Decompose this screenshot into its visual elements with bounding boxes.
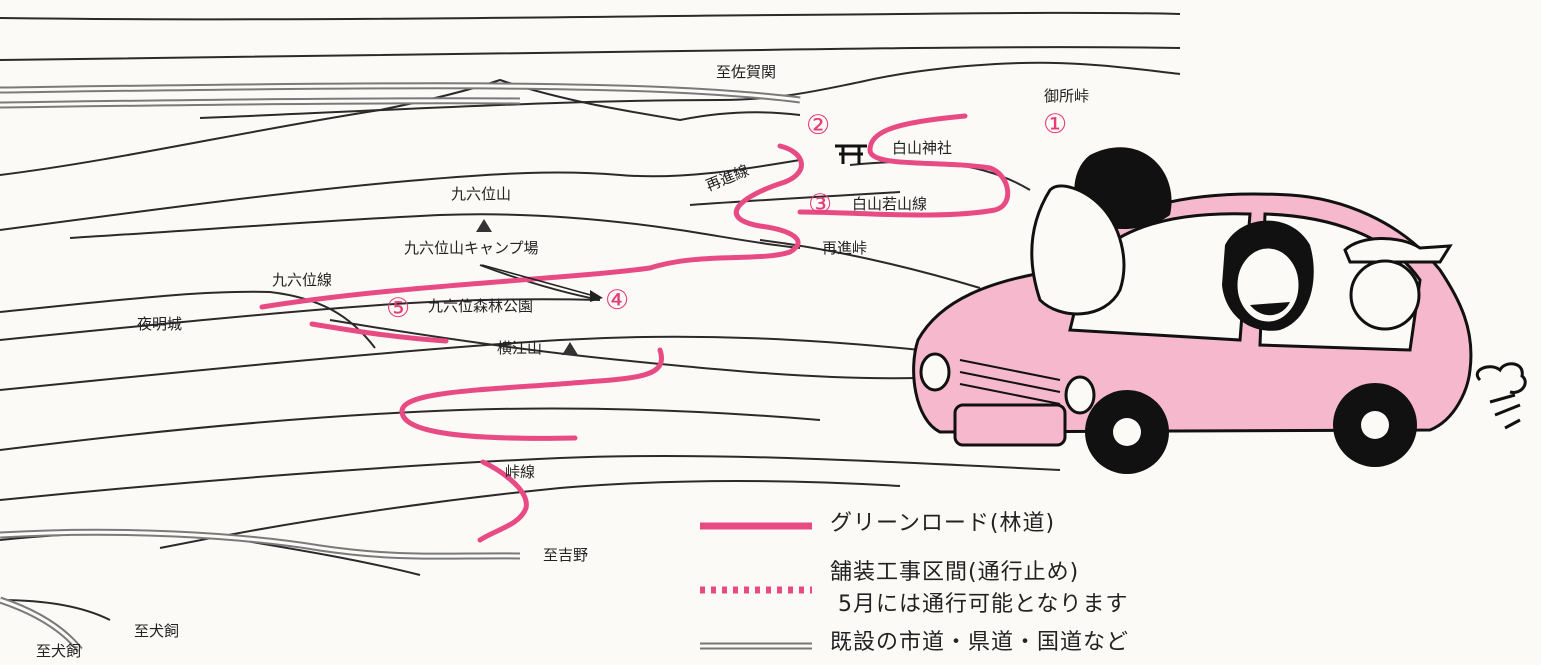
peak-yokoesan-icon: [562, 342, 578, 355]
legend-paving-line2: 5月には通行可能となります: [838, 592, 1129, 617]
label-yoakejou: 夜明城: [137, 315, 183, 333]
car-illustration: [912, 147, 1527, 474]
existing-roads: [0, 82, 801, 653]
marker-3: ③: [808, 189, 833, 220]
label-sagaseki: 至佐賀関: [716, 63, 777, 81]
marker-4: ④: [605, 285, 630, 316]
green-roads: [259, 113, 1011, 543]
label-touge-sen: 峠線: [505, 463, 536, 481]
legend-green-road: グリーンロード(林道): [830, 511, 1056, 536]
label-goshotouge: 御所峠: [1044, 87, 1090, 105]
label-inukai-2: 至犬飼: [36, 642, 82, 660]
marker-5: ⑤: [386, 293, 411, 324]
shrine-icon: [835, 144, 867, 164]
label-hakusan-wakayama-sen: 白山若山線: [852, 195, 928, 213]
label-kuroku-shinrin: 九六位森林公園: [428, 297, 534, 315]
label-kuroku-camp: 九六位山キャンプ場: [404, 239, 539, 257]
label-saishintouge: 再進峠: [822, 239, 868, 257]
legend-existing: 既設の市道・県道・国道など: [830, 630, 1130, 655]
label-inukai-1: 至犬飼: [134, 622, 180, 640]
legend-swatches: [700, 522, 812, 650]
marker-1: ①: [1043, 109, 1068, 140]
label-kuroku-isan: 九六位山: [451, 185, 512, 203]
legend-paving-line1: 舗装工事区間(通行止め): [830, 560, 1080, 585]
marker-2: ②: [806, 110, 831, 141]
label-yokoesan: 横江山: [497, 339, 543, 357]
peak-kuroku-icon: [476, 219, 492, 232]
label-kuroku-sen: 九六位線: [272, 271, 333, 289]
label-hakusan-jinja: 白山神社: [892, 139, 953, 157]
camp-arrow: [481, 264, 603, 302]
label-yoshino: 至吉野: [543, 546, 589, 564]
